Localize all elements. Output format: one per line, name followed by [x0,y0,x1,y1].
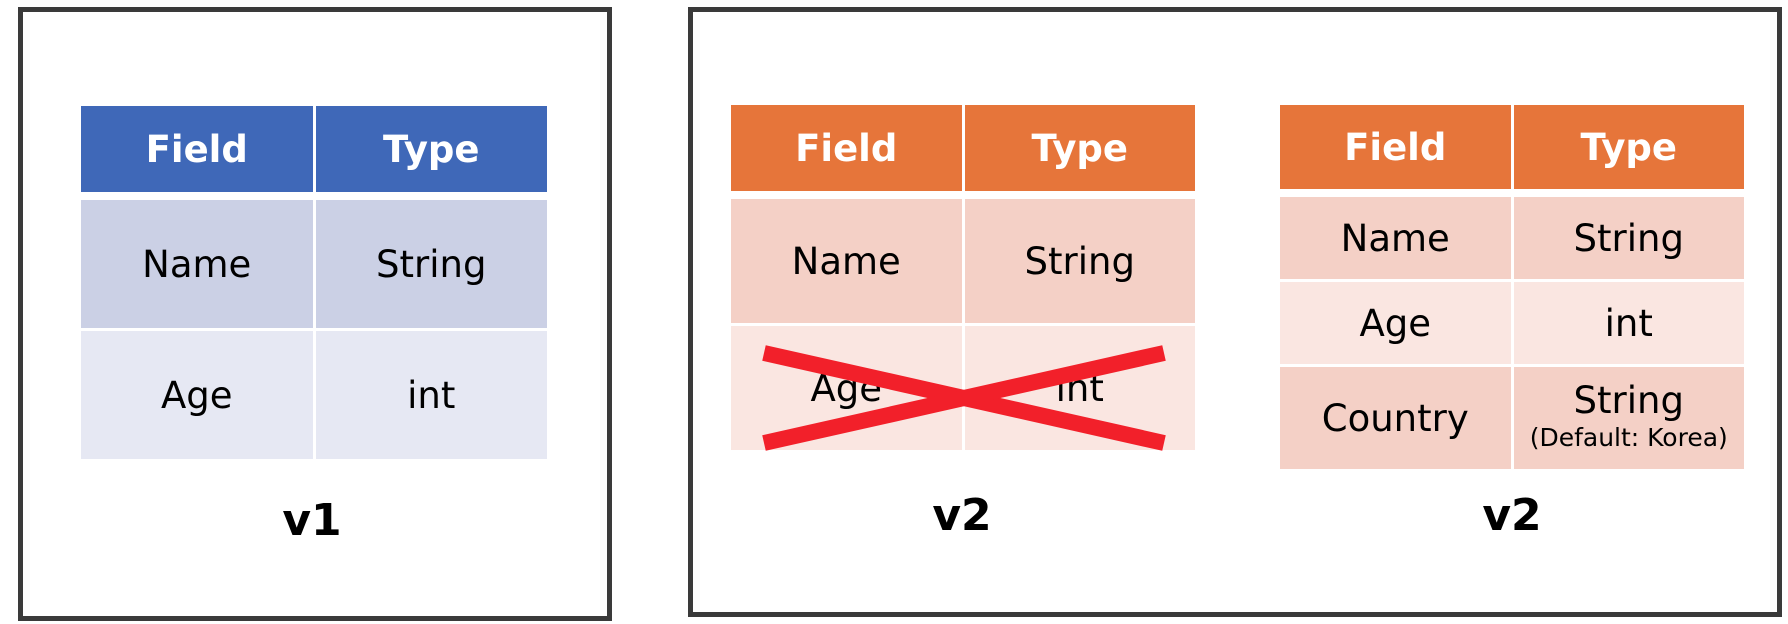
type-cell: String [964,199,1195,323]
v2-removed-field-table: Field Type Name String Age int [728,102,1198,453]
v2-added-field-table: Field Type Name String Age int Country S… [1277,102,1747,472]
version-label: v2 [932,490,992,541]
field-cell: Name [1280,197,1511,279]
header-type: Type [315,106,547,192]
header-type: Type [964,105,1195,191]
type-cell: String (Default: Korea) [1513,367,1744,469]
type-cell: int [1513,282,1744,364]
table-row: Age int [81,331,547,459]
field-cell: Name [81,200,313,328]
type-cell: String [1513,197,1744,279]
table-row: Name String [81,200,547,328]
version-label: v2 [1482,490,1542,541]
type-cell: String [315,200,547,328]
table-row: Name String [1280,197,1744,279]
version-label: v1 [282,495,342,546]
table-row-removed: Age int [731,326,1195,450]
type-value: String [1573,379,1684,423]
header-field: Field [1280,105,1511,189]
type-cell: int [315,331,547,459]
type-cell: int [964,326,1195,450]
header-field: Field [731,105,962,191]
header-type: Type [1513,105,1744,189]
default-note: (Default: Korea) [1529,423,1728,453]
table-row: Age int [1280,282,1744,364]
field-cell: Country [1280,367,1511,469]
field-cell: Age [731,326,962,450]
field-cell: Age [1280,282,1511,364]
table-row: Country String (Default: Korea) [1280,367,1744,469]
field-cell: Name [731,199,962,323]
field-cell: Age [81,331,313,459]
header-field: Field [81,106,313,192]
v1-schema-table: Field Type Name String Age int [78,103,550,462]
table-row: Name String [731,199,1195,323]
